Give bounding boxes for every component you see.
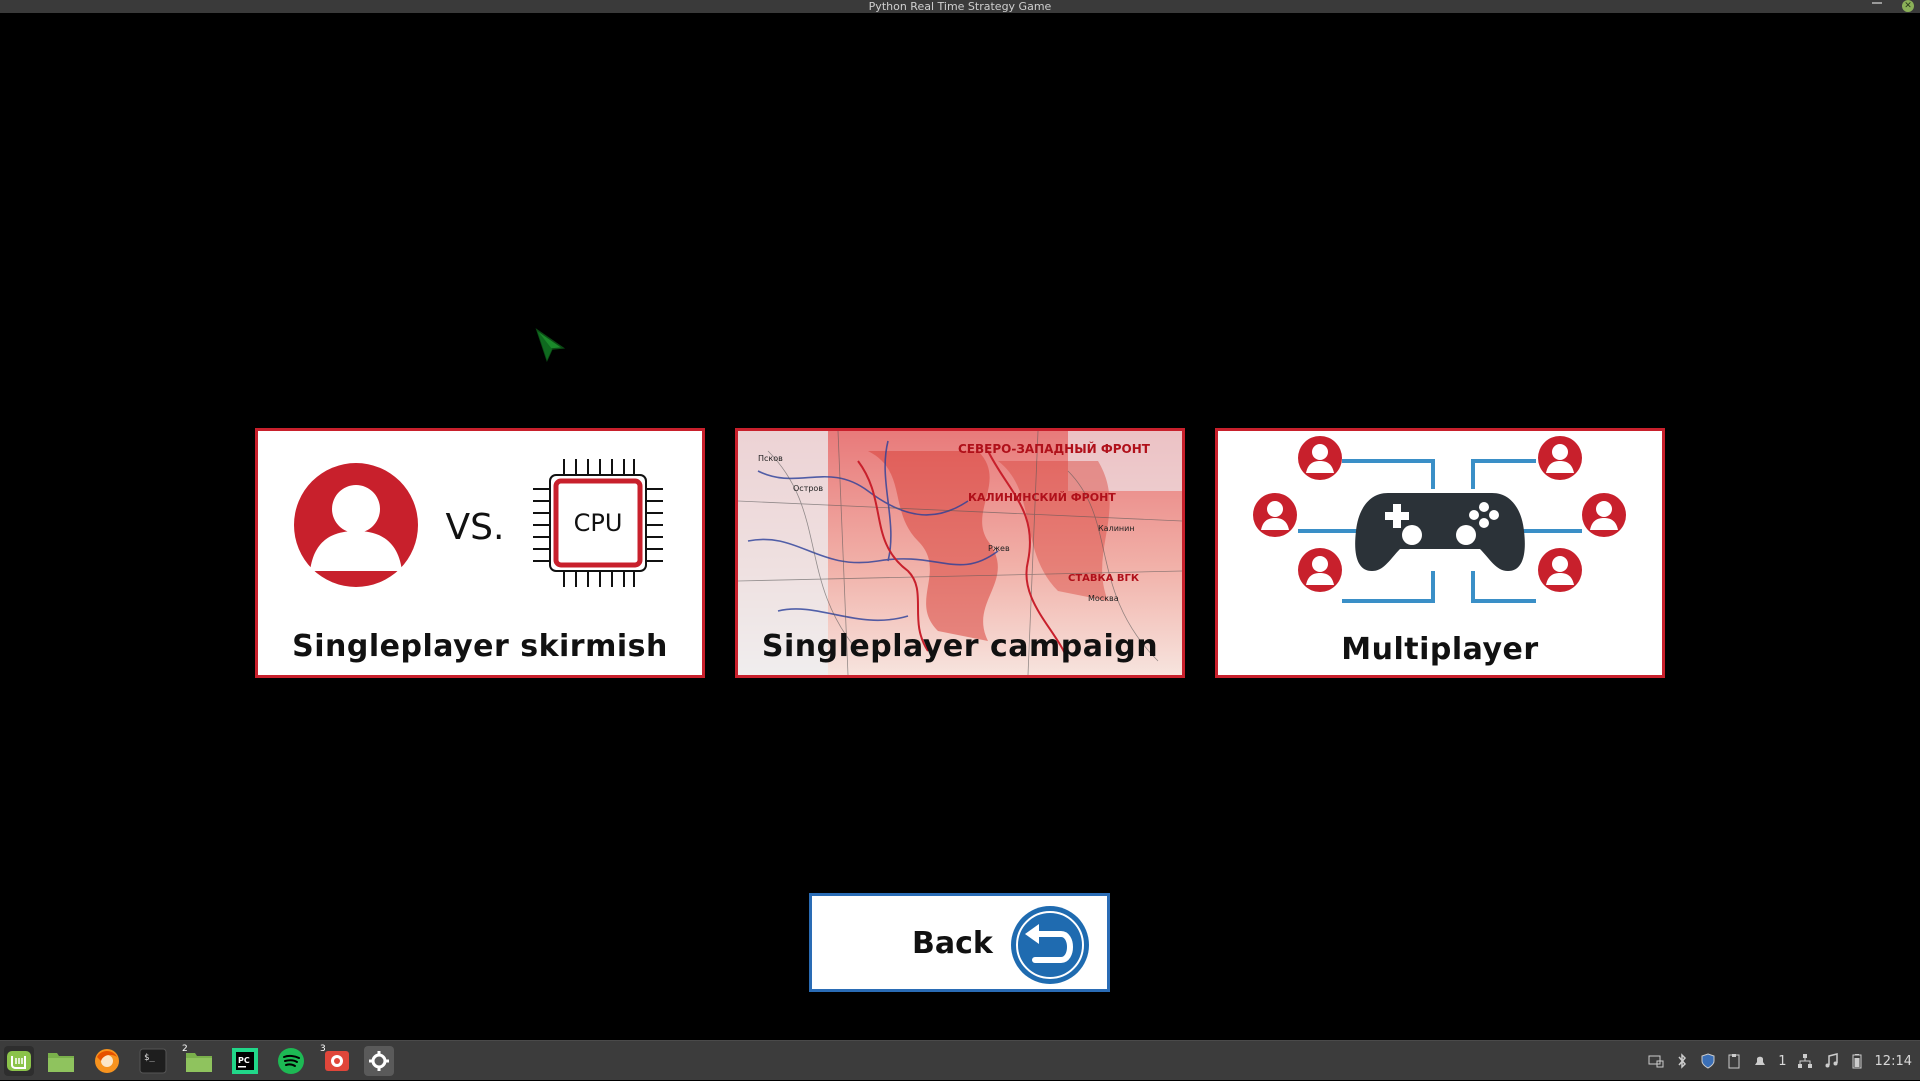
window-title: Python Real Time Strategy Game — [868, 0, 1052, 13]
map-label-rzhev: Ржев — [988, 544, 1010, 553]
mouse-cursor-icon — [535, 328, 566, 362]
back-button[interactable]: Back — [809, 893, 1110, 992]
shield-icon[interactable] — [1700, 1053, 1716, 1069]
battery-icon[interactable] — [1849, 1053, 1865, 1069]
terminal-icon[interactable]: $_ — [138, 1046, 168, 1076]
folder-window-count: 2 — [182, 1044, 188, 1054]
player-avatars — [1253, 436, 1626, 592]
multiplayer-button[interactable]: Multiplayer — [1215, 428, 1665, 678]
multiplayer-illustration — [1253, 436, 1626, 603]
svg-text:PC: PC — [238, 1056, 250, 1065]
skirmish-illustration: VS. CPU — [294, 459, 663, 587]
map-label-ostrov: Остров — [793, 484, 823, 493]
player-icon-3 — [1298, 548, 1342, 592]
spotify-icon[interactable] — [276, 1046, 306, 1076]
pycharm-icon[interactable]: PC — [230, 1046, 260, 1076]
window-titlebar: Python Real Time Strategy Game ✕ — [0, 0, 1920, 13]
singleplayer-campaign-button[interactable]: СЕВЕРО-ЗАПАДНЫЙ ФРОНТ КАЛИНИНСКИЙ ФРОНТ … — [735, 428, 1185, 678]
campaign-map-image: СЕВЕРО-ЗАПАДНЫЙ ФРОНТ КАЛИНИНСКИЙ ФРОНТ … — [738, 431, 1182, 675]
player-icon-1 — [1298, 436, 1342, 480]
map-label-kalinin-front: КАЛИНИНСКИЙ ФРОНТ — [968, 491, 1116, 504]
player-avatar-icon — [294, 463, 418, 587]
music-icon[interactable] — [1823, 1053, 1839, 1069]
player-icon-4 — [1538, 436, 1582, 480]
notification-icon[interactable] — [1752, 1053, 1768, 1069]
clock[interactable]: 12:14 — [1874, 1053, 1912, 1069]
map-label-nw-front: СЕВЕРО-ЗАПАДНЫЙ ФРОНТ — [958, 441, 1151, 456]
file-manager-icon[interactable] — [46, 1046, 76, 1076]
clipboard-icon[interactable] — [1726, 1053, 1742, 1069]
minimize-icon[interactable] — [1872, 2, 1882, 4]
folder-icon[interactable]: 2 — [182, 1044, 214, 1076]
map-label-pskov: Псков — [758, 454, 783, 463]
player-icon-5 — [1582, 493, 1626, 537]
skirmish-label: Singleplayer skirmish — [292, 629, 668, 664]
map-label-moscow: Москва — [1088, 594, 1119, 603]
screenshot-tool-icon[interactable]: 3 — [320, 1044, 352, 1076]
back-label: Back — [912, 926, 993, 961]
player-icon-6 — [1538, 548, 1582, 592]
map-label-kalinin: Калинин — [1098, 524, 1135, 533]
cpu-chip-icon — [533, 459, 663, 587]
workspace-count: 1 — [1778, 1053, 1787, 1069]
map-label-stavka: СТАВКА ВГК — [1068, 573, 1140, 584]
firefox-icon[interactable] — [92, 1046, 122, 1076]
svg-text:$_: $_ — [144, 1053, 155, 1063]
settings-icon[interactable] — [364, 1046, 394, 1076]
cpu-text: CPU — [574, 509, 623, 537]
vs-text: VS. — [446, 507, 505, 548]
player-icon-2 — [1253, 493, 1297, 537]
display-icon[interactable] — [1648, 1053, 1664, 1069]
taskbar: $_ 2 PC 3 1 12:14 — [0, 1040, 1920, 1080]
gamepad-icon — [1355, 493, 1525, 571]
screenshot-window-count: 3 — [320, 1044, 326, 1054]
menu-icon[interactable] — [4, 1046, 34, 1076]
campaign-label: Singleplayer campaign — [761, 629, 1159, 664]
multiplayer-label: Multiplayer — [1341, 632, 1539, 667]
network-icon[interactable] — [1797, 1053, 1813, 1069]
bluetooth-icon[interactable] — [1674, 1053, 1690, 1069]
close-icon[interactable]: ✕ — [1902, 0, 1914, 12]
back-arrow-icon — [1011, 906, 1089, 984]
system-tray: 1 12:14 — [1648, 1041, 1920, 1081]
singleplayer-skirmish-button[interactable]: VS. CPU Singleplayer skirmish — [255, 428, 705, 678]
